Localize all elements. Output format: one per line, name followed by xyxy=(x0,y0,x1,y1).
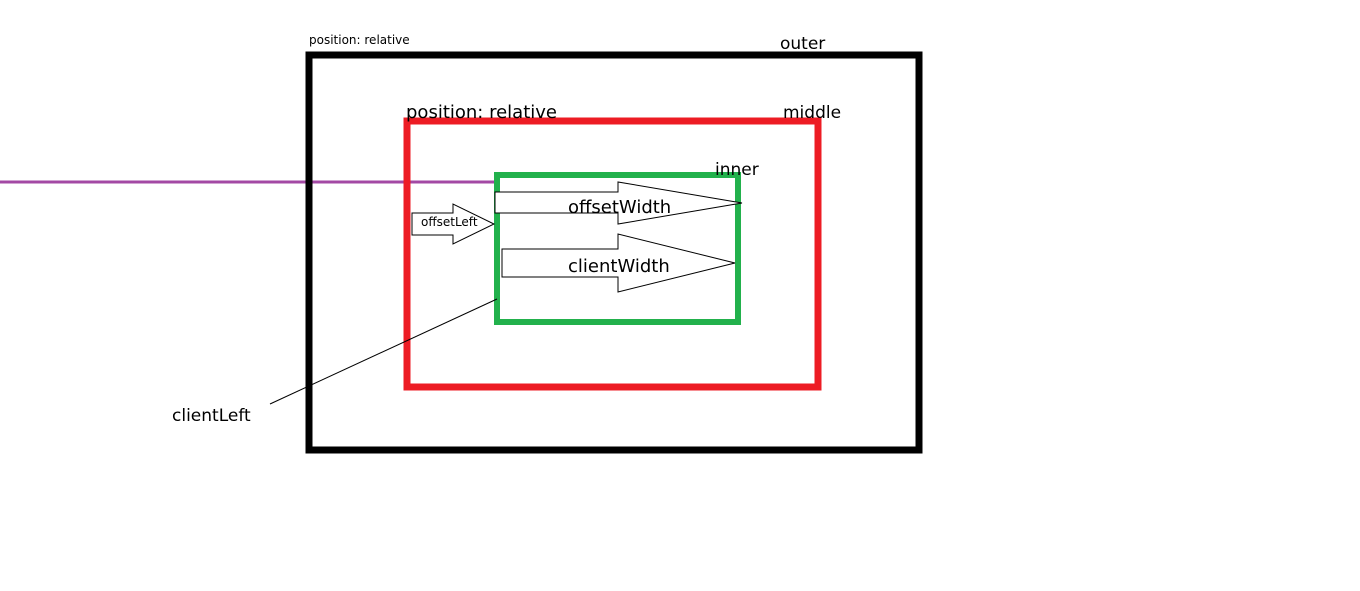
inner-name-label: inner xyxy=(715,160,759,180)
client-width-arrow xyxy=(501,233,736,293)
outer-box xyxy=(305,51,923,454)
middle-box xyxy=(403,117,822,391)
offset-width-label: offsetWidth xyxy=(568,197,671,218)
middle-name-label: middle xyxy=(783,103,841,123)
outer-position-label: position: relative xyxy=(309,33,410,47)
offset-width-arrow xyxy=(494,181,743,225)
client-left-pointer-line xyxy=(269,298,498,405)
client-width-label: clientWidth xyxy=(568,256,670,277)
client-left-label: clientLeft xyxy=(172,406,251,426)
outer-name-label: outer xyxy=(780,34,825,54)
middle-position-label: position: relative xyxy=(406,102,557,123)
offset-left-label: offsetLeft xyxy=(421,215,478,229)
offset-left-arrow xyxy=(411,203,496,245)
inner-box xyxy=(494,172,741,325)
